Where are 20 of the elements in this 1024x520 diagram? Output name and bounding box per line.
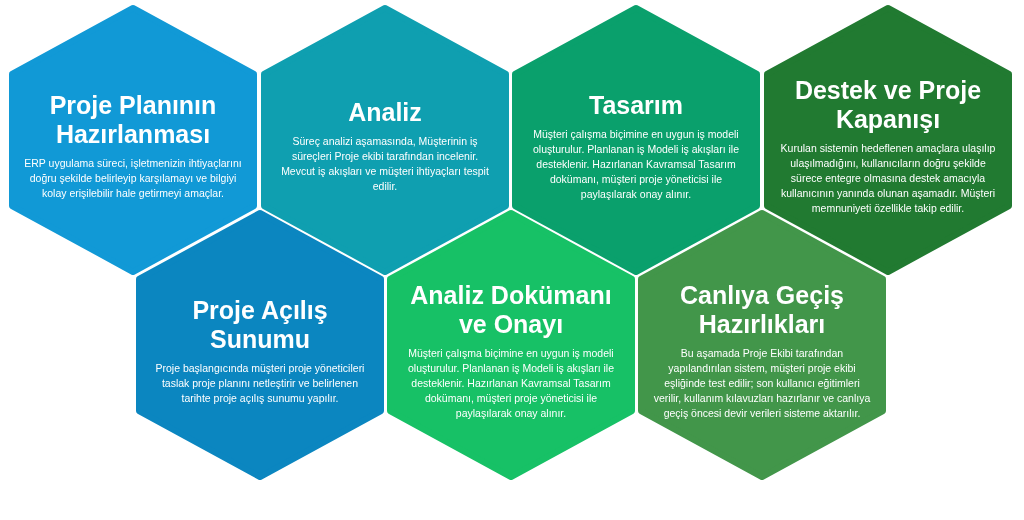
hexagon-step (387, 210, 635, 480)
hexagon-step (9, 5, 257, 275)
hexagon-step (764, 5, 1012, 275)
step-description: Süreç analizi aşamasında, Müşterinin iş süreçleri Proje ekibi tarafından incelenir. Mevcut iş akışları ve müşteri ihtiyaçları tespit edilir. (280, 134, 490, 194)
step-description: Proje başlangıcında müşteri proje yöneticileri taslak proje planını netleştirir ve belirlenen tarihte proje açılış sunumu yapılır. (154, 361, 366, 406)
step-title: Destek ve Proje Kapanışı (793, 76, 983, 134)
step-description: Müşteri çalışma biçimine en uygun iş modeli oluşturulur. Planlanan iş Modeli iş akışları ile desteklenir. Hazırlanan Kavramsal Tasarım dokümanı, müşteri proje yöneticisi ile paylaşılarak onay alınır. (532, 126, 740, 202)
hexagon-step (261, 5, 509, 275)
step-description: Müşteri çalışma biçimine en uygun iş modeli oluşturulur. Planlanan iş Modeli iş akışları ile desteklenir. Hazırlanan Kavramsal Tasarım dokümanı, müşteri proje yöneticisi ile paylaşılarak onay alınır. (407, 346, 615, 421)
step-description: ERP uygulama süreci, işletmenizin ihtiyaçlarını doğru şekilde belirleyip karşılamayı ve bilgiyi kolay erişilebilir hale getirmeyi amaçlar. (23, 156, 243, 201)
hexagon-step (512, 5, 760, 275)
step-title: Proje Planının Hazırlanması (48, 91, 218, 149)
step-title: Proje Açılış Sunumu (191, 296, 329, 354)
hexagon-step (136, 210, 384, 480)
step-description: Bu aşamada Proje Ekibi tarafından yapılandırılan sistem, müşteri proje ekibi eşliğinde test edilir; son kullanıcı eğitimleri verilir, kullanım kılavuzları hazırlanır ve canlıya geçiş öncesi devir verileri sisteme aktarılır. (652, 346, 872, 421)
step-title: Analiz (348, 98, 422, 127)
step-title: Canlıya Geçiş Hazırlıkları (679, 281, 845, 339)
step-title: Tasarım (589, 90, 683, 120)
step-description: Kurulan sistemin hedeflenen amaçlara ulaşılıp ulaşılmadığını, kullanıcıların doğru şekilde sürece entegre olmasına destek amacıyla kullanıcının yanında olunan aşamadır. Müşteri memnuniyeti özellikle takip edilir. (779, 141, 997, 216)
step-title: Analiz Dokümanı ve Onayı (409, 281, 613, 339)
